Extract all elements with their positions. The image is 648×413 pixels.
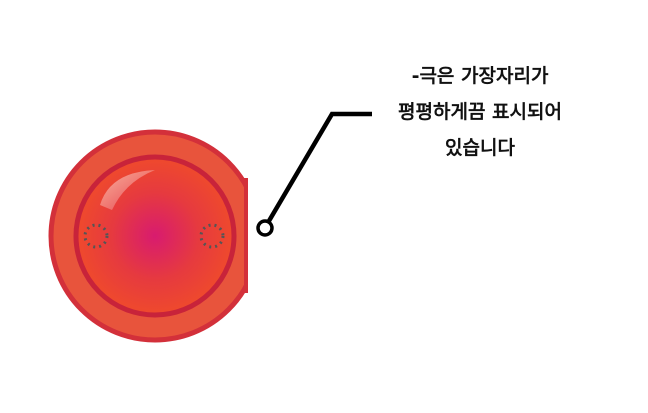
inner-face (73, 154, 237, 318)
callout-label: -극은 가장자리가 평평하게끔 표시되어 있습니다 (380, 58, 580, 166)
right-contact-dots (199, 223, 225, 249)
leader-line (264, 111, 372, 228)
left-contact-dots (83, 223, 109, 249)
highlight (100, 170, 155, 210)
callout-line-2: 평평하게끔 표시되어 (398, 101, 562, 123)
callout-line-1: -극은 가장자리가 (411, 65, 549, 87)
leader-anchor (256, 219, 274, 237)
callout-line-3: 있습니다 (445, 137, 515, 159)
